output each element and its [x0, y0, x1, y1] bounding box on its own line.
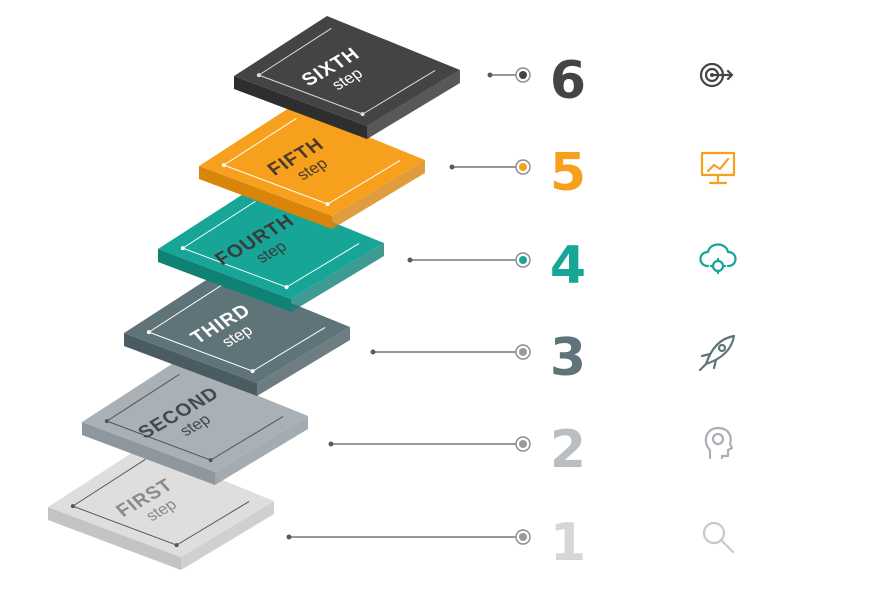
brain-head-icon — [704, 426, 734, 460]
rocket-icon — [698, 334, 736, 372]
step-number: 4 — [550, 236, 586, 296]
connector-line — [328, 436, 531, 452]
step-number: 5 — [550, 143, 586, 203]
step-number: 6 — [550, 51, 586, 111]
step-numbers: 1 2 3 4 5 6 — [550, 51, 586, 573]
connector-line — [407, 252, 531, 268]
connector-line — [370, 344, 531, 360]
step-icons — [698, 62, 737, 554]
magnifier-icon — [702, 521, 735, 554]
connector-line — [449, 159, 531, 175]
target-arrow-icon — [699, 62, 734, 88]
connectors — [286, 67, 531, 545]
slabs: FIRSTstepSECONDstepTHIRDstepFOURTHstepFI… — [48, 16, 460, 570]
step-number: 3 — [550, 328, 586, 388]
cloud-gear-icon — [699, 243, 737, 275]
presentation-chart-icon — [700, 151, 736, 185]
step-number: 2 — [550, 420, 586, 480]
connector-line — [286, 529, 531, 545]
step-number: 1 — [550, 513, 586, 573]
connector-line — [487, 67, 531, 83]
